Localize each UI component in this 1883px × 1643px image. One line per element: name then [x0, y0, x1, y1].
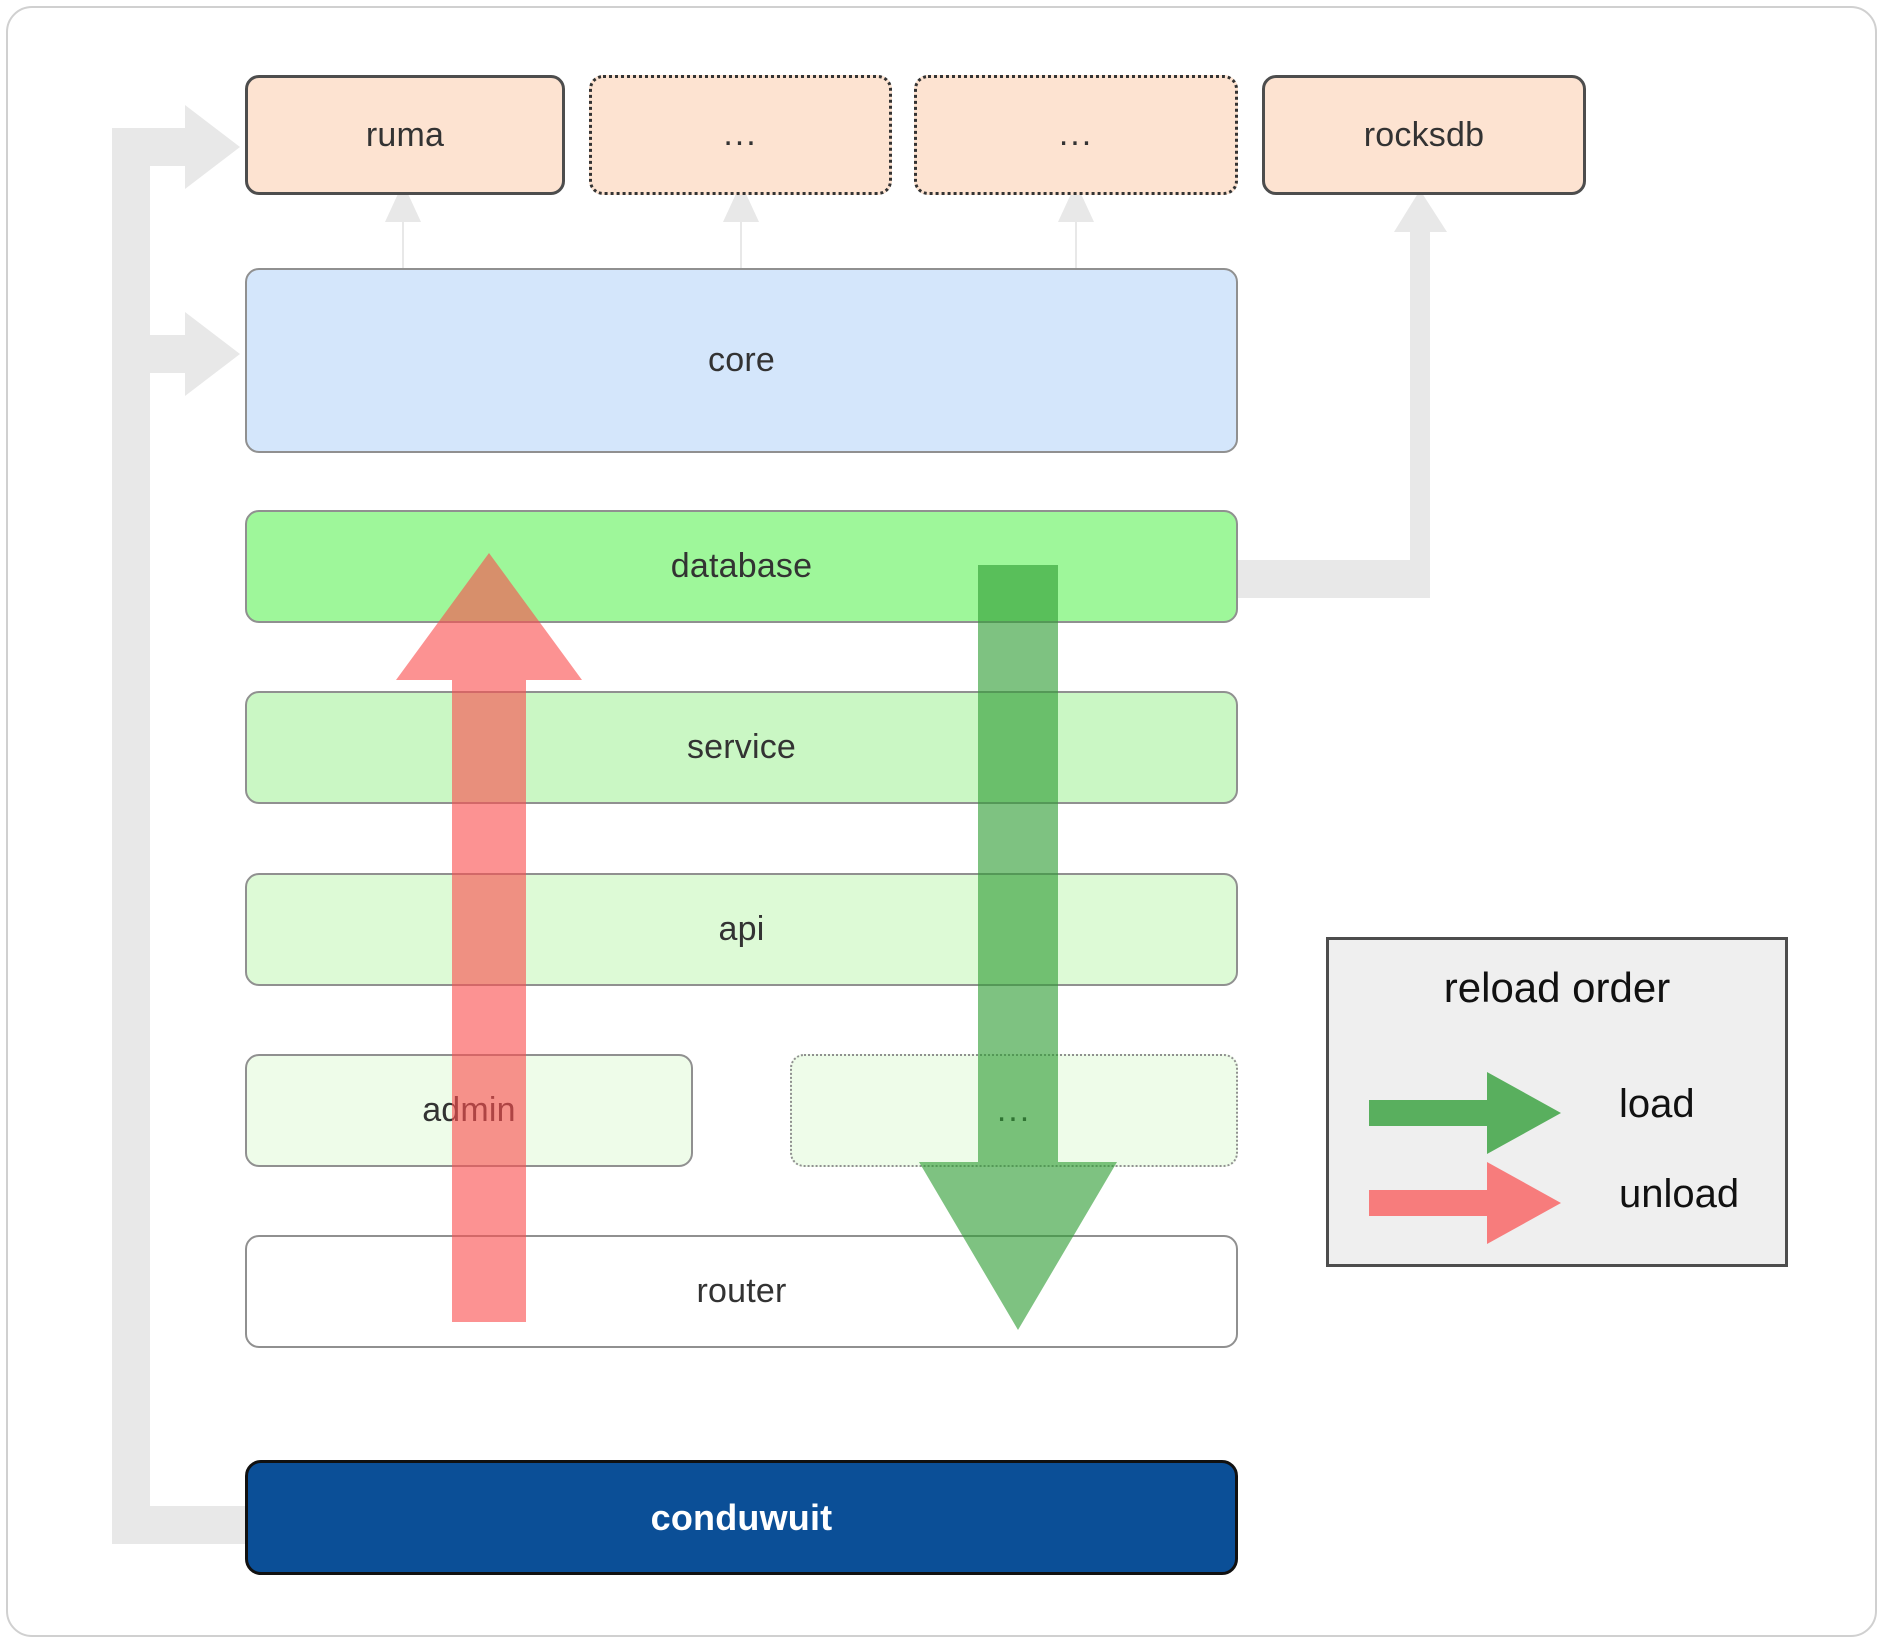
layer-node-label: database [670, 547, 813, 585]
legend-label-load: load [1619, 1082, 1695, 1126]
layer-node-label: core [708, 341, 775, 379]
main-binary-label: conduwuit [650, 1496, 833, 1538]
layer-node-service[interactable]: service [245, 691, 1238, 804]
layer-node-core[interactable]: core [245, 268, 1238, 453]
dependency-node-rocksdb[interactable]: rocksdb [1262, 75, 1586, 195]
dependency-node-dots-1[interactable]: ... [589, 75, 892, 195]
legend-label-unload: unload [1619, 1172, 1740, 1216]
dependency-node-dots-2[interactable]: ... [914, 75, 1238, 195]
load-legend-arrow-icon [1369, 1072, 1561, 1154]
legend-row-unload: unload [1329, 1158, 1785, 1248]
legend-row-load: load [1329, 1068, 1785, 1158]
dependency-node-label: ... [723, 115, 758, 154]
layer-node-label: admin [422, 1091, 516, 1129]
unload-legend-arrow-icon [1369, 1162, 1561, 1244]
layer-node-label: api [718, 910, 765, 948]
diagram-frame [6, 6, 1877, 1637]
layer-node-database[interactable]: database [245, 510, 1238, 623]
legend-panel: reload order load unload [1326, 937, 1788, 1267]
layer-node-label: service [686, 728, 797, 766]
layer-node-dots[interactable]: ... [790, 1054, 1238, 1167]
layer-node-api[interactable]: api [245, 873, 1238, 986]
layer-node-label: router [696, 1272, 787, 1310]
dependency-node-label: ... [1058, 115, 1094, 154]
layer-node-admin[interactable]: admin [245, 1054, 693, 1167]
main-binary-node-conduwuit[interactable]: conduwuit [245, 1460, 1238, 1575]
layer-node-router[interactable]: router [245, 1235, 1238, 1348]
layer-node-label: ... [996, 1090, 1032, 1129]
dependency-node-ruma[interactable]: ruma [245, 75, 565, 195]
dependency-node-label: rocksdb [1363, 115, 1485, 154]
legend-title: reload order [1443, 964, 1671, 1011]
dependency-node-label: ruma [365, 115, 445, 154]
